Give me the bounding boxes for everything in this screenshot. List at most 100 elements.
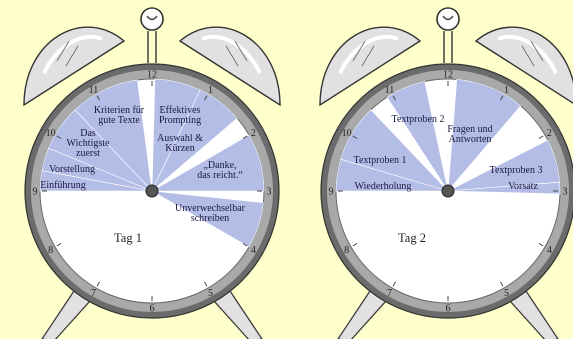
segment-label-line: Unverwechselbar [175,203,246,214]
left-bell-highlight [338,34,399,74]
hour-number: 11 [89,85,99,96]
segment-label: Einführung [40,180,86,191]
right-bell-highlight [497,34,558,74]
hour-number: 6 [150,304,155,315]
segment-label: „Danke,das reicht.“ [197,160,243,181]
segment-label-line: Wiederholung [355,181,412,192]
segment-label: Textproben 2 [392,114,445,125]
hour-tick [96,281,100,287]
segment-wedge [340,109,449,192]
segment-wedge [151,190,264,248]
hour-tick [538,135,544,139]
hour-number: 9 [329,187,334,198]
hour-tick [56,243,62,247]
segment-wedge [447,79,522,192]
hour-number: 1 [504,85,509,96]
hour-tick [242,135,248,139]
hour-tick [56,135,62,139]
segment-label-line: das reicht.“ [197,170,243,181]
hour-number: 4 [547,245,552,256]
segment-label-line: Antworten [449,134,492,145]
segment-label-line: Prompting [159,115,201,126]
segment-label-line: Effektives [160,105,201,116]
segment-label-line: Fragen und [447,124,492,135]
right-bell-mark [225,40,248,67]
segment-label: Wiederholung [355,181,412,192]
segment-label-line: Kürzen [165,143,194,154]
hour-number: 3 [563,187,568,198]
segment-wedge [74,79,153,192]
right-bell-mark [521,40,544,67]
segment-label: Textproben 3 [490,165,543,176]
center-pivot [145,184,159,198]
hour-number: 7 [91,288,96,299]
segment-label-line: Wichtigste [67,138,110,149]
hour-tick [500,95,504,101]
hour-number: 1 [208,85,213,96]
hour-number: 5 [208,288,213,299]
right-bell [178,26,281,107]
handle-ring-inner [442,15,454,21]
hour-number: 5 [504,288,509,299]
segment-label-line: Textproben 1 [354,155,407,166]
right-bell [474,26,573,104]
hour-tick [352,243,358,247]
hour-number: 2 [547,128,552,139]
segment-label-line: gute Texte [98,115,140,126]
center-pivot [441,184,455,198]
left-bell [23,26,126,107]
segment-label-line: Vorstellung [49,164,95,175]
hour-number: 8 [48,245,53,256]
segment-label: Auswahl &Kürzen [157,133,203,154]
segment-label-line: Vorsatz [508,181,538,192]
hour-number: 11 [385,85,395,96]
hour-tick [204,95,208,101]
segment-label-line: Auswahl & [157,133,203,144]
hour-number: 8 [344,245,349,256]
hour-number: 6 [446,304,451,315]
segment-labels: Wiederholung Textproben 1 Textproben 2Frag… [354,114,543,192]
left-bell-highlight [42,34,103,74]
clock-bells [319,26,573,107]
hour-tick [204,281,208,287]
hour-tick [500,281,504,287]
segment-label: Vorstellung [49,164,95,175]
segment-label-line: Kriterien für [94,105,145,116]
segment-label-line: schreiben [191,213,229,224]
hour-tick [392,95,396,101]
handle-stem [147,31,157,63]
segment-wedge [151,89,238,192]
segment-label-line: Das [80,128,96,139]
clock-bells [23,26,281,107]
left-bell [319,26,422,107]
hour-tick [96,95,100,101]
hour-tick [242,243,248,247]
left-bell-mark [352,40,375,67]
hour-tick [352,135,358,139]
hour-number: 9 [33,187,38,198]
hour-number: 7 [387,288,392,299]
schedule-wedges [39,78,265,248]
day-label: Tag 1 [114,231,142,245]
hour-number: 4 [251,245,256,256]
hour-number: 12 [147,70,157,81]
segment-wedge [386,81,449,192]
hour-tick [392,281,396,287]
left-bell-mark [56,40,79,67]
segment-label-line: Einführung [40,180,86,191]
segment-wedge [150,134,265,192]
hour-number: 3 [267,187,272,198]
hour-number: 12 [443,70,453,81]
hour-number: 10 [342,128,352,139]
